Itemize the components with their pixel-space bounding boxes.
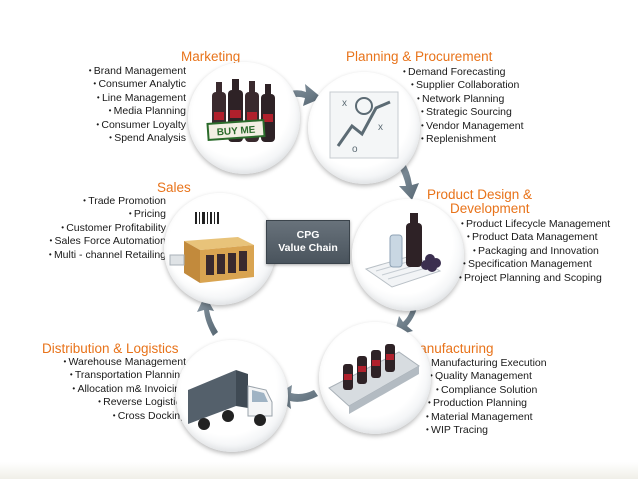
list-item: Vendor Management <box>403 120 523 133</box>
planning-image: x x o <box>308 72 420 184</box>
list-item: Product Data Management <box>459 231 610 244</box>
svg-text:x: x <box>342 98 347 109</box>
sales-list: Trade Promotion Pricing Customer Profita… <box>49 195 166 262</box>
arrow-marketing-to-planning <box>276 84 322 106</box>
list-item: Demand Forecasting <box>403 66 524 79</box>
strategy-board-icon: x x o <box>329 91 399 159</box>
list-item: Consumer Analytic <box>89 78 186 91</box>
list-item: Material Management <box>426 411 547 424</box>
list-item: Spend Analysis <box>89 132 186 145</box>
marketing-image: BUY ME <box>188 62 300 174</box>
list-item: Sales Force Automation <box>49 235 166 248</box>
planning-list: Demand Forecasting Supplier Collaboratio… <box>403 66 524 146</box>
distribution-image <box>176 340 288 452</box>
list-item: Reverse Logistics <box>63 396 186 409</box>
product-crate-icon <box>169 237 254 283</box>
svg-text:o: o <box>352 144 358 155</box>
list-item: Supplier Collaboration <box>403 79 524 92</box>
truck-icon <box>188 370 273 430</box>
marketing-title: Marketing <box>181 49 241 64</box>
arrow-planning-to-design <box>397 160 419 200</box>
list-item: Compliance Solution <box>426 384 547 397</box>
marketing-list: Brand Management Consumer Analytic Line … <box>89 65 186 145</box>
list-item: Transportation Planning <box>63 369 186 382</box>
list-item: Cross Docking <box>63 410 186 423</box>
list-item: Network Planning <box>403 93 524 106</box>
list-item: Line Management <box>89 92 186 105</box>
list-item: Manufacturing Execution <box>426 357 547 370</box>
sales-title: Sales <box>157 180 191 195</box>
product-design-image <box>352 199 464 311</box>
buy-me-label: BUY ME <box>216 125 256 139</box>
product-design-list: Product Lifecycle Management Product Dat… <box>459 218 610 285</box>
list-item: Allocation m& Invoicing <box>63 383 186 396</box>
list-item: Specification Management <box>459 258 610 271</box>
list-item: Packaging and Innovation <box>459 245 610 258</box>
list-item: Warehouse Management <box>63 356 186 369</box>
manufacturing-list: Manufacturing Execution Quality Manageme… <box>426 357 547 437</box>
list-item: Production Planning <box>426 397 547 410</box>
manufacturing-image <box>319 322 431 434</box>
list-item: Quality Management <box>426 370 547 383</box>
list-item: Brand Management <box>89 65 186 78</box>
planning-title: Planning & Procurement <box>346 49 493 64</box>
list-item: Project Planning and Scoping <box>459 272 610 285</box>
product-design-title-line1: Product Design & <box>427 187 533 202</box>
center-label-line1: CPG <box>296 229 320 241</box>
product-design-title-line2: Development <box>450 201 530 216</box>
barcode-icon <box>194 211 220 225</box>
list-item: Consumer Loyalty <box>89 119 186 132</box>
list-item: Replenishment <box>403 133 524 146</box>
list-item: Product Lifecycle Management <box>459 218 610 231</box>
svg-text:x: x <box>378 122 383 133</box>
list-item: Media Planning <box>89 105 186 118</box>
distribution-title: Distribution & Logistics <box>42 341 179 356</box>
center-label-box: CPG Value Chain <box>266 220 350 264</box>
conveyor-belt-icon <box>328 344 420 414</box>
list-item: Pricing <box>49 208 166 221</box>
center-label-line2: Value Chain <box>278 242 338 254</box>
list-item: Strategic Sourcing <box>403 106 524 119</box>
distribution-list: Warehouse Management Transportation Plan… <box>63 356 186 423</box>
list-item: Trade Promotion <box>49 195 166 208</box>
list-item: Multi - channel Retailing <box>49 249 166 262</box>
arrow-distribution-to-sales <box>197 295 218 336</box>
design-documents-icon <box>364 213 442 288</box>
sales-image <box>164 193 276 305</box>
list-item: Customer Profitability <box>49 222 166 235</box>
bottom-band <box>0 462 638 479</box>
manufacturing-title: Manufacturing <box>408 341 494 356</box>
list-item: WIP Tracing <box>426 424 547 437</box>
